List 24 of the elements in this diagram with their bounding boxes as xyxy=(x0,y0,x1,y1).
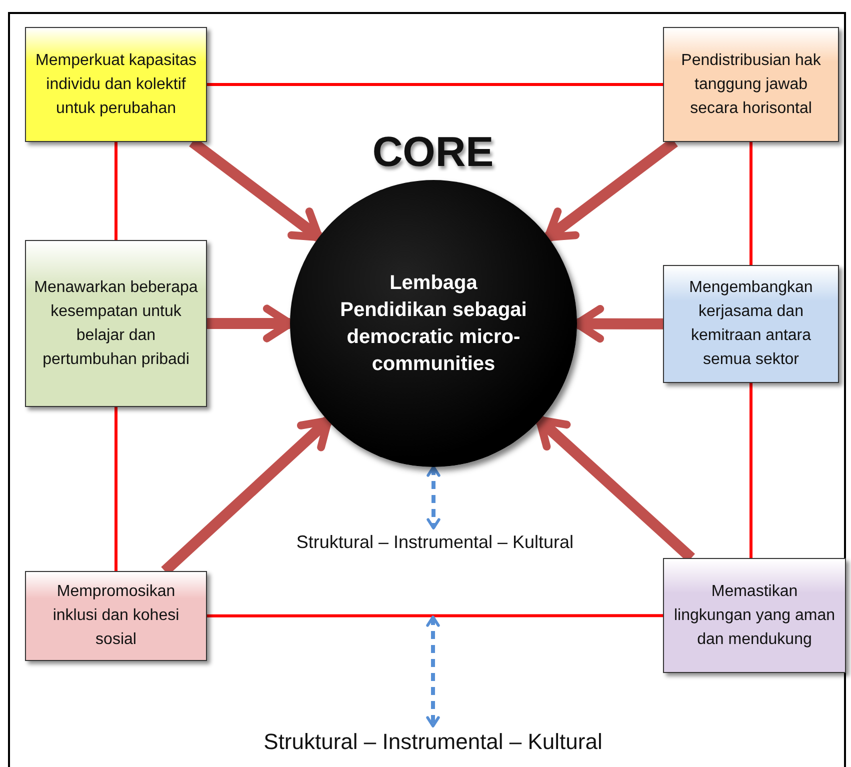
text-box xyxy=(25,27,207,142)
text-box xyxy=(25,571,207,661)
connector-line xyxy=(114,407,118,571)
circle-text: Lembaga Pendidikan sebagai democratic micro-communities xyxy=(339,270,528,376)
box-text: Pendistribusian hak tanggung jawab secara horisontal xyxy=(680,50,822,118)
diagram-title: CORE xyxy=(371,128,495,176)
connector-line xyxy=(114,142,118,240)
text-box xyxy=(25,240,207,407)
arrow xyxy=(426,466,440,530)
text-box xyxy=(663,558,846,673)
connector-line xyxy=(750,383,752,558)
text-box xyxy=(663,27,839,142)
box-text: Mempromosikan inklusi dan kohesi sosial xyxy=(52,582,180,650)
box-text: Memastikan lingkungan yang aman dan mendukung xyxy=(672,582,836,650)
caption-text: Struktural – Instrumental – Kultural xyxy=(243,528,627,556)
connector-line xyxy=(750,142,752,265)
arrow xyxy=(426,616,440,728)
box-text: Memperkuat kapasitas individu dan kolektif untuk perubahan xyxy=(34,50,198,118)
box-text: Mengembangkan kerjasama dan kemitraan antara semua sektor xyxy=(688,278,814,370)
connector-line xyxy=(207,83,663,86)
caption-text: Struktural – Instrumental – Kultural xyxy=(213,726,653,758)
text-box xyxy=(663,265,839,383)
connector-line xyxy=(207,614,663,618)
box-text: Menawarkan beberapa kesempatan untuk belajar dan pertumbuhan pribadi xyxy=(34,278,198,370)
